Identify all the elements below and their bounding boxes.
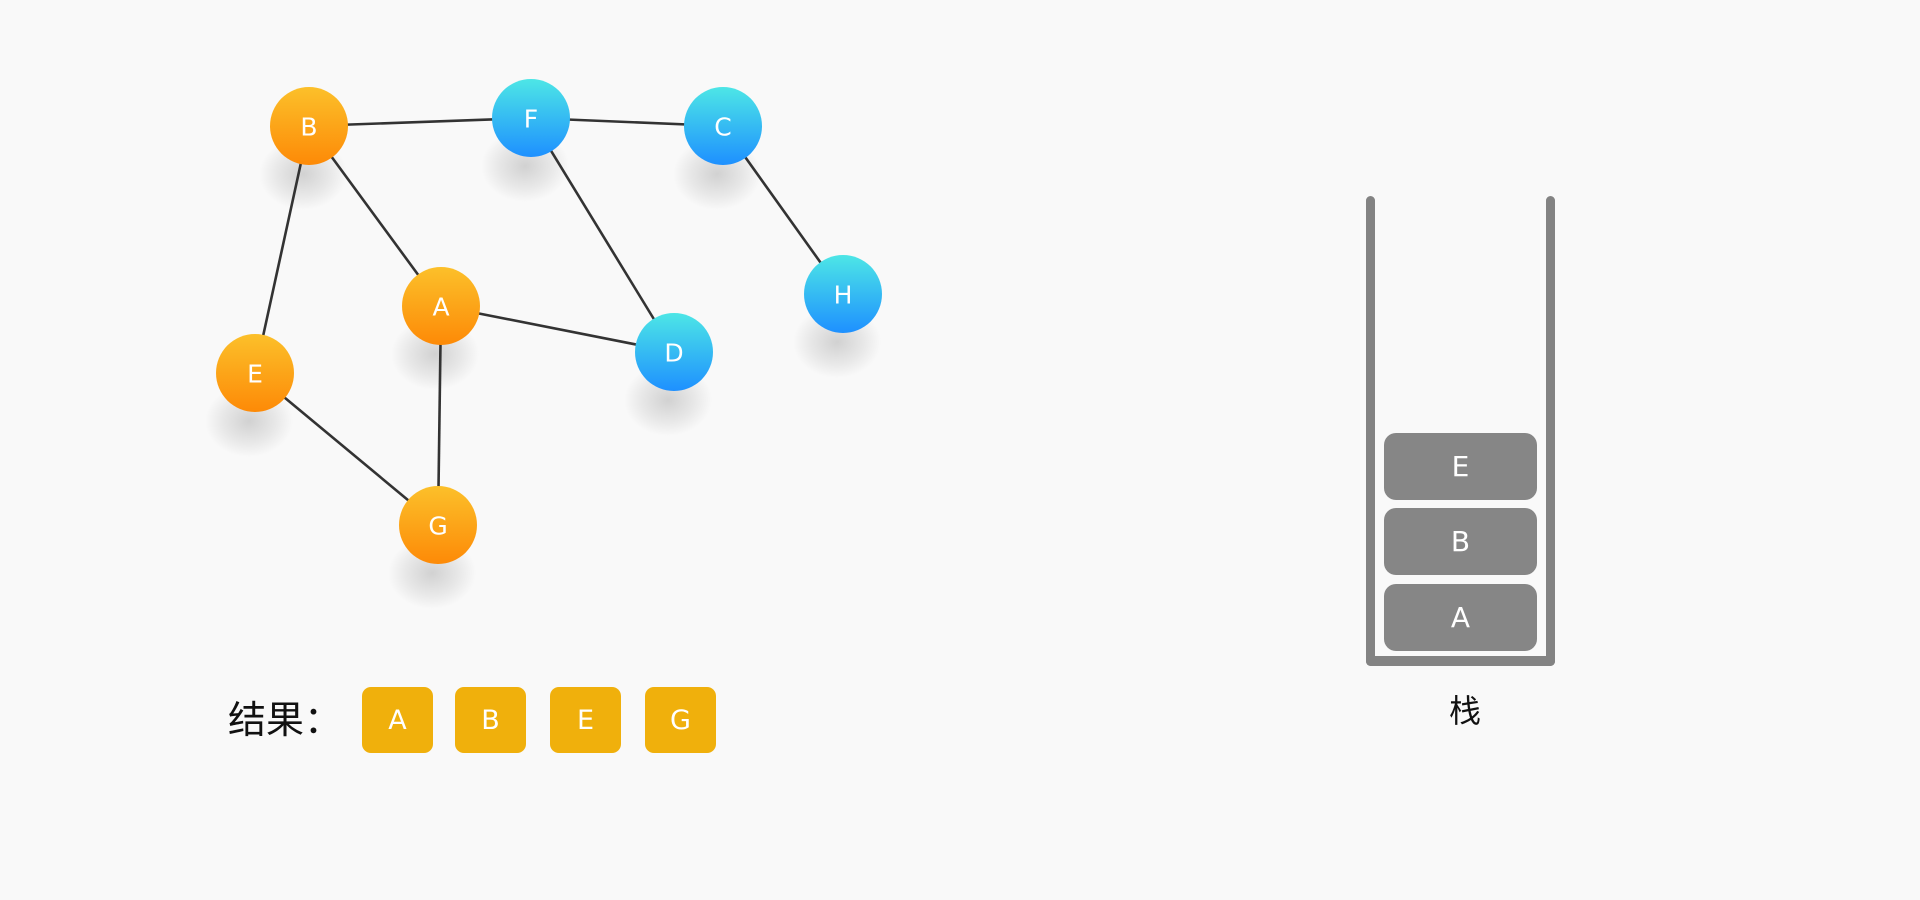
node-circle	[402, 267, 480, 345]
result-item-a: A	[362, 687, 433, 753]
stack-left-wall	[1366, 196, 1375, 666]
graph-node-d: D	[635, 313, 713, 391]
node-circle	[684, 87, 762, 165]
result-item-g: G	[645, 687, 716, 753]
result-item-e: E	[550, 687, 621, 753]
edge-a-d	[440, 304, 675, 354]
node-circle	[270, 87, 348, 165]
node-circle	[399, 486, 477, 564]
stack-item-b: B	[1384, 508, 1537, 575]
stack-right-wall	[1546, 196, 1555, 666]
edge-b-e	[253, 125, 311, 374]
result-item-b: B	[455, 687, 526, 753]
graph-node-a: A	[402, 267, 480, 345]
node-label: G	[428, 512, 447, 541]
graph-node-f: F	[492, 79, 570, 157]
node-label: B	[300, 113, 317, 142]
stack-caption: 栈	[1448, 692, 1481, 730]
graph-nodes: B F C A E D H G	[216, 79, 882, 564]
node-label: D	[664, 339, 683, 368]
node-label: F	[524, 105, 538, 134]
stack-item-a: A	[1384, 584, 1537, 651]
edge-e-g	[254, 371, 439, 527]
graph-node-g: G	[399, 486, 477, 564]
stack-item-e: E	[1384, 433, 1537, 500]
node-circle	[804, 255, 882, 333]
node-circle	[216, 334, 294, 412]
node-label: E	[247, 360, 263, 389]
graph-node-h: H	[804, 255, 882, 333]
result-title: 结果：	[228, 698, 343, 742]
node-label: A	[432, 293, 449, 322]
node-label: H	[834, 281, 853, 310]
stack-bottom-wall	[1366, 656, 1555, 666]
node-shadows	[205, 130, 881, 609]
node-circle	[492, 79, 570, 157]
graph-node-b: B	[270, 87, 348, 165]
node-circle	[635, 313, 713, 391]
edge-f-d	[529, 117, 676, 353]
graph-node-c: C	[684, 87, 762, 165]
graph-node-e: E	[216, 334, 294, 412]
node-label: C	[714, 113, 731, 142]
